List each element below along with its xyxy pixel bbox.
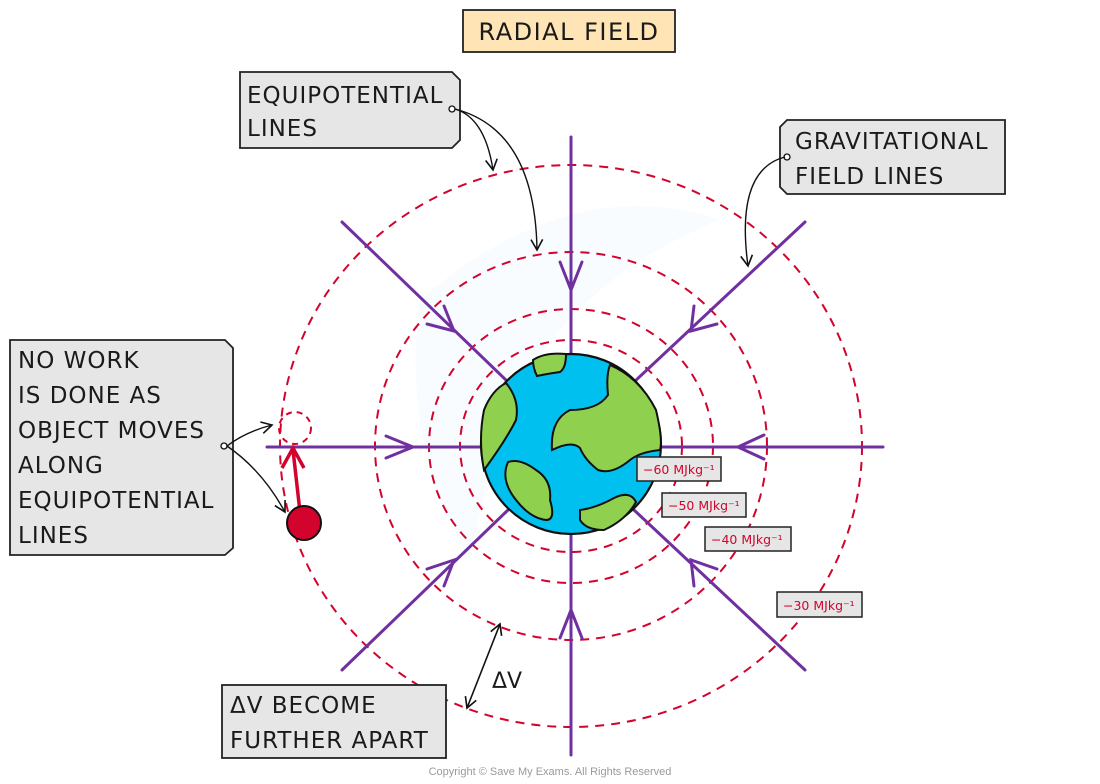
potential-value-40: −40 MJkg⁻¹: [711, 532, 783, 547]
potential-value-60: −60 MJkg⁻¹: [643, 462, 715, 477]
field-line-arrow-left: [384, 434, 417, 460]
diagram-title: RADIAL FIELD: [479, 18, 660, 46]
potential-label-50: −50 MJkg⁻¹: [661, 492, 747, 518]
field-line-arrow-top: [558, 260, 584, 295]
copyright-notice: Copyright © Save My Exams. All Rights Re…: [429, 766, 672, 778]
object-icon: [286, 505, 322, 541]
field-lines-pointer-arrow: [740, 156, 786, 268]
equipotential-pointer-arrow-2: [454, 108, 544, 252]
no-work-line-1: NO WORK: [18, 348, 140, 374]
field-line-bottom-left: [340, 508, 510, 672]
no-work-pointer-arrow-2: [226, 445, 286, 514]
no-work-line-3: OBJECT MOVES: [18, 418, 205, 444]
potential-value-30: −30 MJkg⁻¹: [783, 598, 855, 613]
field-line-arrow-bottom-right: [689, 557, 719, 588]
delta-v-note-line-2: FURTHER APART: [230, 728, 429, 754]
no-work-tag: NO WORK IS DONE AS OBJECT MOVES ALONG EQ…: [9, 339, 234, 556]
field-line-top-left: [340, 220, 510, 384]
field-line-arrow-bottom: [558, 605, 584, 640]
moving-object: [278, 411, 322, 541]
field-lines-tag-line-1: GRAVITATIONAL: [795, 129, 989, 155]
field-line-arrow-right: [734, 433, 766, 461]
delta-v-note-tag: ΔV BECOME FURTHER APART: [221, 684, 447, 759]
potential-label-60: −60 MJkg⁻¹: [636, 456, 722, 482]
field-line-top-right: [632, 220, 807, 384]
delta-v-double-arrow: [464, 622, 503, 710]
no-work-line-5: EQUIPOTENTIAL: [18, 488, 214, 514]
object-destination-circle: [278, 411, 312, 445]
delta-v-note-line-1: ΔV BECOME: [230, 693, 377, 719]
earth-icon: [479, 352, 663, 536]
potential-label-40: −40 MJkg⁻¹: [704, 526, 792, 552]
watermark-logo: [415, 206, 720, 560]
field-line-arrow-top-left: [425, 304, 457, 334]
equipotential-tag-line-1: EQUIPOTENTIAL: [247, 83, 443, 109]
no-work-line-2: IS DONE AS: [18, 383, 162, 409]
title-box: RADIAL FIELD: [462, 9, 676, 53]
field-lines-tag: GRAVITATIONAL FIELD LINES: [779, 119, 1006, 195]
gravitational-field-lines: [265, 135, 885, 757]
field-line-arrow-top-right: [689, 304, 719, 334]
object-motion-arrow: [291, 449, 302, 513]
no-work-pointer-arrow-1: [226, 421, 274, 447]
potential-value-50: −50 MJkg⁻¹: [668, 498, 740, 513]
field-lines-tag-line-2: FIELD LINES: [795, 164, 944, 190]
field-line-bottom-right: [632, 508, 807, 672]
field-line-arrow-bottom-left: [425, 557, 457, 588]
potential-label-30: −30 MJkg⁻¹: [776, 591, 863, 618]
no-work-line-6: LINES: [18, 523, 89, 549]
equipotential-lines-tag: EQUIPOTENTIAL LINES: [239, 71, 461, 149]
no-work-line-4: ALONG: [18, 453, 104, 479]
delta-v-label: ΔV: [492, 669, 522, 694]
equipotential-tag-line-2: LINES: [247, 116, 318, 142]
